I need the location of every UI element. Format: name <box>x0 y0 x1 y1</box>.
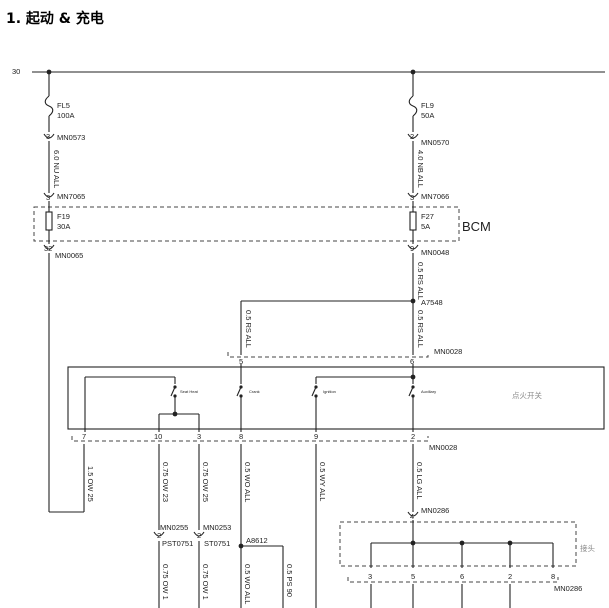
ignition-switch-label: 点火开关 <box>512 390 542 400</box>
pin-label: 3 <box>197 432 201 441</box>
fuse-f19-rating: 30A <box>57 222 70 231</box>
pin-label: 2 <box>157 531 161 540</box>
connector-mn0573: MN0573 <box>57 133 85 142</box>
bus-label: 30 <box>12 67 20 76</box>
fuse-f27-rating: 5A <box>421 222 430 231</box>
connector-symbol <box>43 133 55 139</box>
wire-label: 0.5 RS ALL <box>416 262 425 300</box>
wire-label: 0.75 OW 1 <box>201 564 210 600</box>
fuse-fl9-rating: 50A <box>421 111 434 120</box>
pin-label: 8 <box>239 432 243 441</box>
pin-label: 3 <box>46 193 50 202</box>
switch-blade <box>170 386 176 397</box>
connector-mn0048: MN0048 <box>421 248 449 257</box>
connector-mn0255: MN0255 <box>160 523 188 532</box>
connector-symbol <box>43 192 55 198</box>
switch-ignition-label: Ignition <box>323 389 336 394</box>
fuse-fl9-symbol <box>408 95 418 117</box>
fuse-fl5-name: FL5 <box>57 101 70 110</box>
switch-crank-label: Crank <box>249 389 260 394</box>
connector-symbol <box>407 133 419 139</box>
pin-label: 7 <box>82 432 86 441</box>
connector-mn0028-bottom-label: MN0028 <box>429 443 457 452</box>
wire-label: 4.0 NB ALL <box>416 150 425 188</box>
connector-mn0286-a: MN0286 <box>421 506 449 515</box>
wire-label: 0.5 LG ALL <box>415 462 424 500</box>
connector-st0751: ST0751 <box>204 539 230 548</box>
switch-blade <box>311 386 317 397</box>
pin-label: 9 <box>410 244 414 253</box>
wire-label: 6.0 NU ALL <box>52 150 61 188</box>
wire-label: 0.5 RS ALL <box>244 310 253 348</box>
connector-mn7066: MN7066 <box>421 192 449 201</box>
pin-label: 6 <box>460 572 464 581</box>
pin-label: 2 <box>411 432 415 441</box>
fuse-f19-name: F19 <box>57 212 70 221</box>
wire-label: 0.5 PS 90 <box>285 564 294 597</box>
pin-label: 2 <box>197 531 201 540</box>
connector-symbol <box>43 244 55 250</box>
switch-blade <box>408 386 414 397</box>
wire-label: 0.5 WO ALL <box>243 564 252 604</box>
pin-label: 4 <box>410 512 414 521</box>
pin-label: 3 <box>46 132 50 141</box>
wire-label: 0.75 OW 25 <box>201 462 210 502</box>
pin-label: 3 <box>368 572 372 581</box>
connector-mn0028-bottom <box>71 436 429 442</box>
connector-mn0286-b-label: MN0286 <box>554 584 582 593</box>
connector-symbol <box>193 531 205 537</box>
junction-label: 接头 <box>580 543 595 553</box>
wire-label: 0.75 OW 23 <box>161 462 170 502</box>
connector-a7548: A7548 <box>421 298 443 307</box>
connector-symbol <box>407 192 419 198</box>
pin-label: 32 <box>44 244 52 253</box>
pin-label: 10 <box>154 432 162 441</box>
wire-label: 0.5 RS ALL <box>416 310 425 348</box>
fuse-f27-name: F27 <box>421 212 434 221</box>
pin-label: 3 <box>410 193 414 202</box>
bcm-box <box>33 206 460 242</box>
pin-label: 8 <box>551 572 555 581</box>
fuse-f27-symbol <box>409 211 417 231</box>
fuse-fl9-name: FL9 <box>421 101 434 110</box>
connector-mn0028-top <box>227 352 429 358</box>
connector-symbol <box>407 244 419 250</box>
connector-mn0253: MN0253 <box>203 523 231 532</box>
pin-label: 6 <box>410 357 414 366</box>
page-title: 1. 起动 & 充电 <box>6 11 104 27</box>
pin-label: 5 <box>239 357 243 366</box>
switch-seat-heat-label: Seat Heat <box>180 389 199 394</box>
fuse-fl5-rating: 100A <box>57 111 75 120</box>
switch-blade <box>236 386 242 397</box>
connector-symbol <box>407 511 419 517</box>
bcm-label: BCM <box>462 219 491 234</box>
pin-label: 2 <box>508 572 512 581</box>
junction-box <box>339 521 577 567</box>
wire-label: 0.5 WO ALL <box>243 462 252 502</box>
connector-pst0751: PST0751 <box>162 539 193 548</box>
pin-label: 9 <box>314 432 318 441</box>
pin-label: 2 <box>410 132 414 141</box>
wire-label: 1.5 OW 25 <box>86 466 95 502</box>
connector-mn0286-b <box>347 577 559 583</box>
wire-label: 0.5 WY ALL <box>318 462 327 501</box>
connector-a8612: A8612 <box>246 536 268 545</box>
pin-label: 5 <box>411 572 415 581</box>
connector-mn0570: MN0570 <box>421 138 449 147</box>
switch-auxiliary-label: Auxiliary <box>421 389 436 394</box>
connector-mn7065: MN7065 <box>57 192 85 201</box>
connector-mn0028-top-label: MN0028 <box>434 347 462 356</box>
fuse-f19-symbol <box>45 211 53 231</box>
wire-label: 0.75 OW 1 <box>161 564 170 600</box>
ignition-switch-box <box>67 366 605 430</box>
fuse-fl5-symbol <box>44 95 54 117</box>
connector-symbol <box>153 531 165 537</box>
connector-mn0065: MN0065 <box>55 251 83 260</box>
